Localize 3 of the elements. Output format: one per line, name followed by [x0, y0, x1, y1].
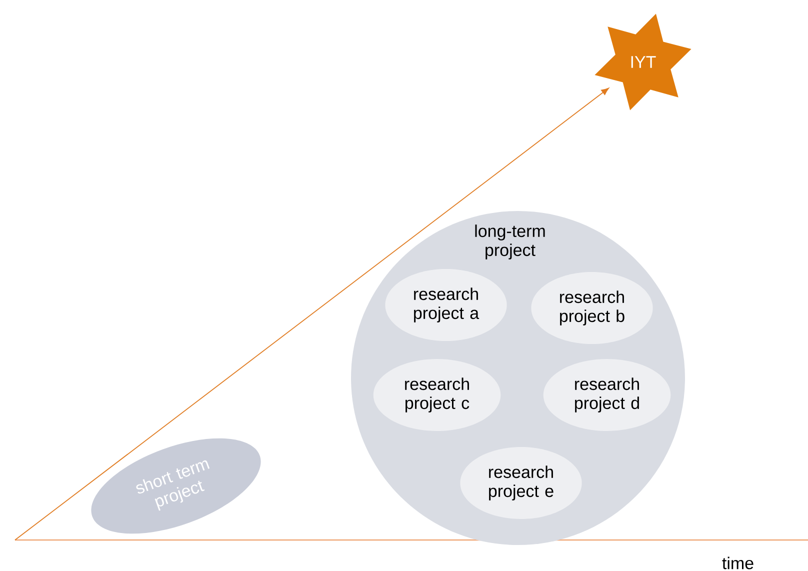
star: IYT: [594, 14, 692, 110]
axis-label: time: [722, 556, 754, 570]
arrow: [14, 88, 609, 540]
